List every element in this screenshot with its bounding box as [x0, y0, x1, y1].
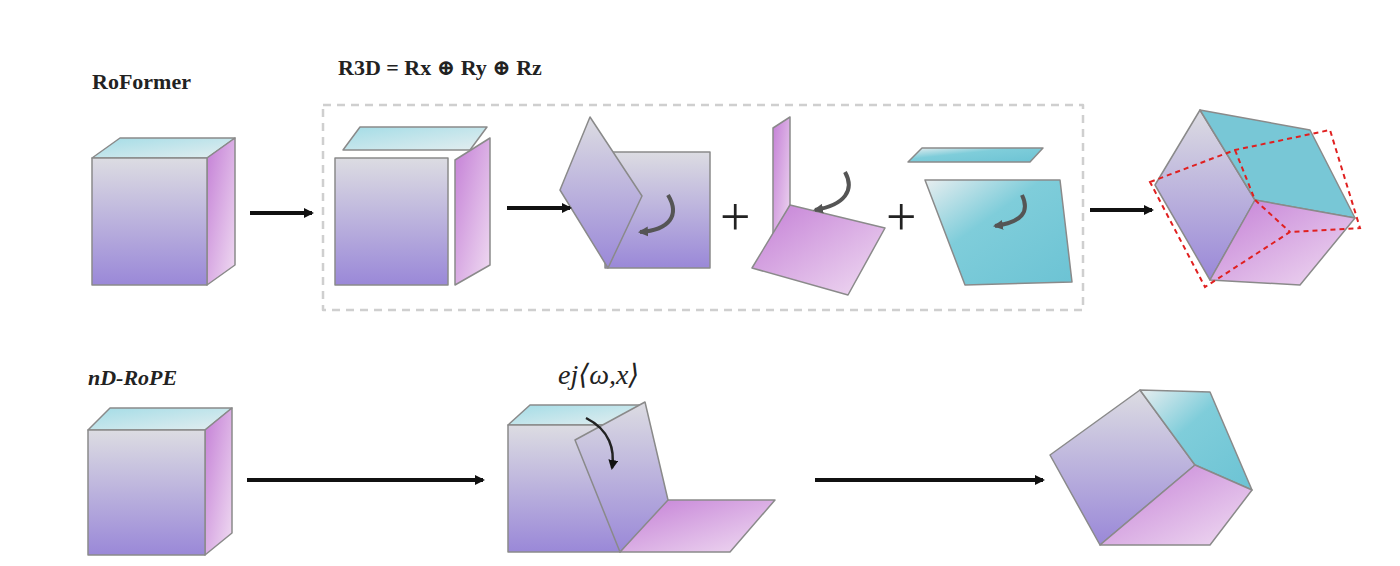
formula: ej⟨ω,x⟩: [558, 360, 639, 391]
plus-sign: +: [720, 188, 750, 247]
plus-sign: +: [886, 188, 916, 247]
model-name: nD-RoPE: [88, 366, 177, 390]
formula: R3D = Rx ⊕ Ry ⊕ Rz: [338, 56, 542, 80]
model-name: RoFormer: [92, 70, 191, 94]
